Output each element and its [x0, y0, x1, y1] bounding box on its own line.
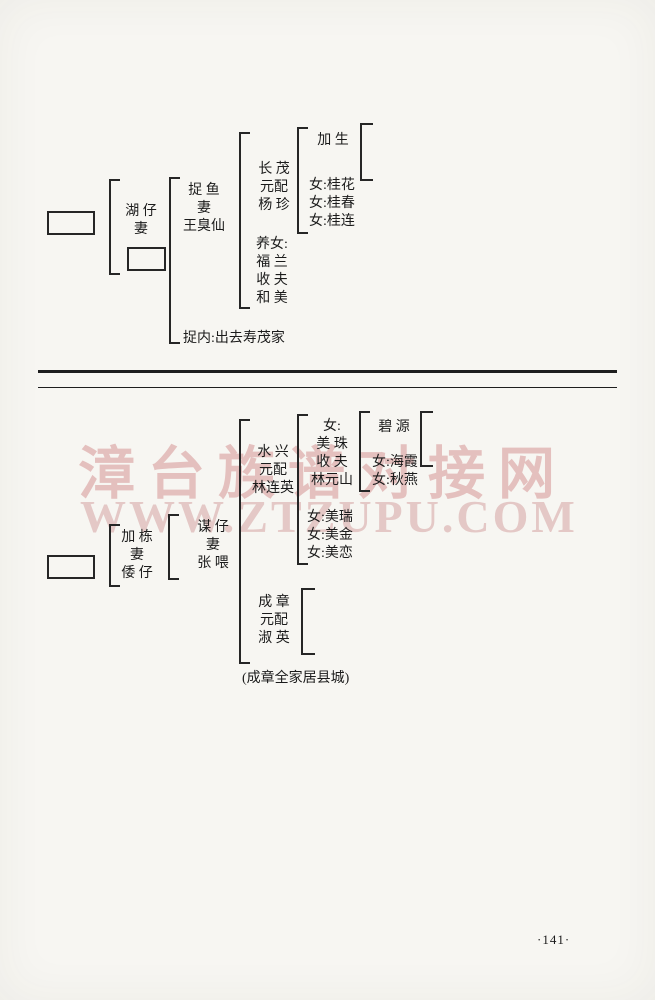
spouse-name: 王臭仙	[183, 219, 225, 234]
spouse-label: 妻	[130, 548, 144, 563]
spouse-name: 张 喂	[197, 556, 229, 571]
section-divider-thin	[38, 387, 617, 388]
tree1-spouse-redacted-box	[127, 247, 166, 271]
spouse-label: 妻	[206, 538, 220, 553]
husband-label: 收 夫	[316, 455, 348, 470]
tree2-descent-bracket-4	[297, 414, 308, 565]
person-name: 水 兴	[257, 445, 289, 460]
person-name: 捉 鱼	[188, 183, 220, 198]
watermark-chinese: 漳台族谱对接网	[78, 443, 568, 506]
tree2-gen3-couple-b: 成 章 元配 淑 英	[251, 594, 297, 648]
tree2-descent-bracket-3	[239, 419, 250, 664]
tree2-gen3-couple-a: 水 兴 元配 林连英	[249, 444, 297, 498]
person-name: 加 生	[317, 133, 349, 148]
spouse-name: 淑 英	[258, 631, 290, 646]
tree1-note: 捉内:出去寿茂家	[183, 331, 285, 346]
tree2-descent-bracket-1	[109, 524, 120, 587]
tree2-descent-bracket-2	[168, 514, 179, 580]
tree2-gen2-couple: 谋 仔 妻 张 喂	[191, 519, 235, 573]
tree2-gen5-daughters: 女:海霞 女:秋燕	[372, 454, 424, 490]
spouse-label: 妻	[197, 201, 211, 216]
person-name: 福 兰	[256, 255, 288, 270]
section-divider-thick	[38, 370, 617, 373]
tree2-gen4-daughters: 女:美瑞 女:美金 女:美恋	[307, 509, 359, 563]
tree2-note: (成章全家居县城)	[242, 671, 350, 686]
person-name: 碧 源	[378, 420, 410, 435]
daughter-label: 女:	[323, 419, 341, 434]
daughter-name: 女:桂春	[309, 196, 355, 211]
tree1-descent-bracket-1	[109, 179, 120, 275]
tree1-gen2-couple: 捉 鱼 妻 王臭仙	[181, 182, 227, 236]
person-name: 成 章	[258, 595, 290, 610]
tree2-empty-descendants-bracket-b	[301, 588, 315, 655]
tree1-gen3-couple: 长 茂 元配 杨 珍	[251, 161, 297, 215]
spouse-label: 元配	[260, 180, 288, 195]
adopted-daughter-label: 养女:	[256, 237, 288, 252]
daughter-name: 女:桂花	[309, 178, 355, 193]
spouse-label: 妻	[134, 222, 148, 237]
tree1-gen4-daughters: 女:桂花 女:桂春 女:桂连	[309, 177, 359, 231]
tree1-descent-bracket-3	[239, 132, 250, 309]
daughter-name: 女:美瑞	[307, 510, 353, 525]
tree1-gen4-son: 加 生	[311, 132, 355, 150]
spouse-name: 杨 珍	[258, 198, 290, 213]
daughter-name: 女:美恋	[307, 546, 353, 561]
daughter-name: 女:秋燕	[372, 473, 418, 488]
daughter-name: 女:美金	[307, 528, 353, 543]
page-number: ·141·	[537, 932, 571, 947]
tree1-descent-bracket-4	[297, 127, 308, 234]
tree1-adopted-daughter-group: 养女: 福 兰 收 夫 和 美	[249, 236, 295, 308]
tree1-gen1-couple: 湖 仔 妻	[119, 203, 163, 239]
person-name: 长 茂	[258, 162, 290, 177]
spouse-label: 元配	[259, 463, 287, 478]
person-name: 谋 仔	[197, 520, 229, 535]
tree1-descent-bracket-2	[169, 177, 180, 344]
tree1-root-redacted-box	[47, 211, 95, 235]
daughter-name: 女:海霞	[372, 455, 418, 470]
tree2-gen1-couple: 加 栋 妻 倭 仔	[115, 529, 159, 583]
husband-label: 收 夫	[256, 273, 288, 288]
tree2-gen5-son: 碧 源	[372, 419, 416, 437]
watermark-url: WWW.ZTZUPU.COM	[80, 491, 578, 542]
husband-name: 林元山	[311, 473, 353, 488]
spouse-name: 林连英	[252, 481, 294, 496]
person-name: 湖 仔	[125, 204, 157, 219]
tree1-empty-descendants-bracket	[360, 123, 373, 181]
spouse-name: 倭 仔	[121, 566, 153, 581]
daughter-name: 女:桂连	[309, 214, 355, 229]
tree2-root-redacted-box	[47, 555, 95, 579]
tree2-empty-descendants-bracket-a	[420, 411, 433, 467]
tree2-descent-bracket-5	[359, 411, 370, 492]
person-name: 美 珠	[316, 437, 348, 452]
person-name: 加 栋	[121, 530, 153, 545]
tree2-gen4-daughter-couple: 女: 美 珠 收 夫 林元山	[308, 418, 356, 490]
spouse-label: 元配	[260, 613, 288, 628]
person-name: 和 美	[256, 291, 288, 306]
